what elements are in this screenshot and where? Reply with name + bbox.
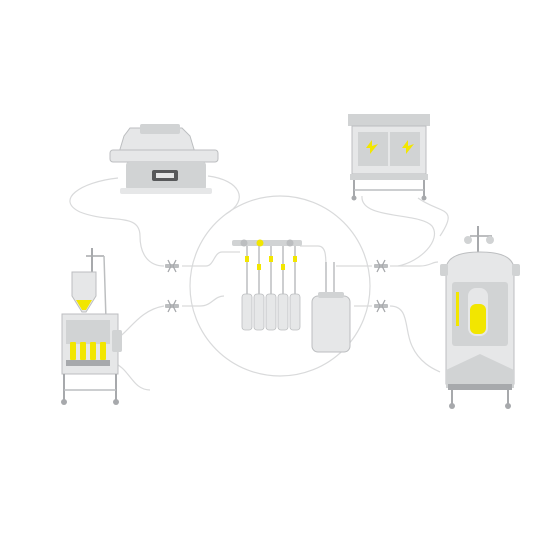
closed-system-boundary — [189, 195, 371, 377]
filling-station-icon — [61, 248, 122, 405]
biosafety-cabinet-icon — [348, 114, 430, 201]
incubator-shaker-icon — [109, 124, 219, 194]
connector-icon — [165, 259, 388, 313]
bioreactor-icon — [440, 226, 520, 409]
bioprocess-bag-icon — [311, 262, 351, 353]
manifold-icon — [232, 239, 302, 331]
